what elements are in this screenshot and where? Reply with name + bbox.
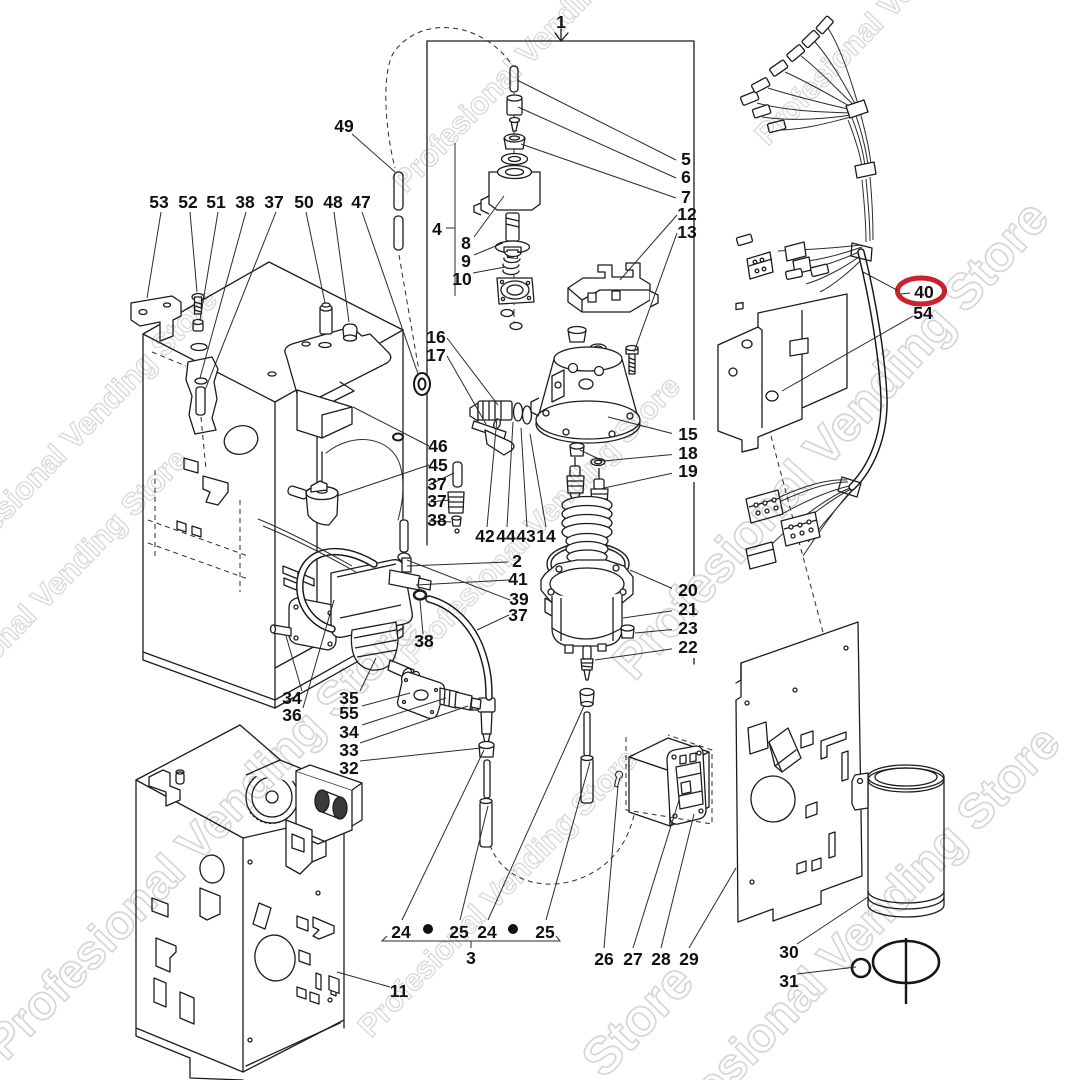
svg-text:37: 37 <box>508 605 527 625</box>
svg-text:18: 18 <box>678 443 698 463</box>
svg-text:38: 38 <box>427 510 447 530</box>
svg-text:17: 17 <box>426 345 445 365</box>
svg-text:16: 16 <box>426 327 446 347</box>
svg-text:22: 22 <box>678 637 698 657</box>
svg-text:30: 30 <box>779 942 799 962</box>
svg-text:33: 33 <box>339 740 359 760</box>
svg-text:25: 25 <box>535 922 555 942</box>
svg-text:49: 49 <box>334 116 354 136</box>
svg-text:21: 21 <box>678 599 698 619</box>
svg-text:55: 55 <box>339 703 359 723</box>
svg-text:19: 19 <box>678 461 698 481</box>
svg-text:44: 44 <box>496 526 516 546</box>
svg-text:7: 7 <box>681 187 691 207</box>
svg-text:24: 24 <box>391 922 411 942</box>
svg-text:13: 13 <box>677 222 697 242</box>
svg-text:9: 9 <box>461 251 471 271</box>
svg-text:53: 53 <box>149 192 169 212</box>
svg-text:51: 51 <box>206 192 226 212</box>
svg-text:36: 36 <box>282 705 302 725</box>
svg-text:28: 28 <box>651 949 671 969</box>
svg-text:12: 12 <box>677 204 697 224</box>
svg-text:54: 54 <box>913 303 933 323</box>
svg-text:43: 43 <box>516 526 536 546</box>
svg-text:29: 29 <box>679 949 699 969</box>
svg-text:47: 47 <box>351 192 370 212</box>
svg-text:24: 24 <box>477 922 497 942</box>
svg-text:14: 14 <box>536 526 556 546</box>
svg-text:27: 27 <box>623 949 642 969</box>
svg-text:37: 37 <box>427 491 446 511</box>
svg-text:35: 35 <box>339 688 359 708</box>
svg-text:34: 34 <box>282 688 302 708</box>
svg-text:32: 32 <box>339 758 359 778</box>
svg-text:38: 38 <box>414 631 434 651</box>
svg-text:23: 23 <box>678 618 698 638</box>
svg-text:26: 26 <box>594 949 614 969</box>
svg-text:31: 31 <box>779 971 799 991</box>
svg-text:15: 15 <box>678 424 698 444</box>
svg-text:5: 5 <box>681 149 691 169</box>
svg-text:2: 2 <box>512 551 522 571</box>
svg-text:50: 50 <box>294 192 314 212</box>
svg-text:8: 8 <box>461 233 471 253</box>
svg-text:3: 3 <box>466 948 476 968</box>
svg-text:37: 37 <box>264 192 283 212</box>
svg-text:37: 37 <box>427 474 446 494</box>
svg-text:39: 39 <box>509 589 529 609</box>
svg-text:6: 6 <box>681 167 691 187</box>
svg-text:46: 46 <box>428 436 448 456</box>
svg-text:38: 38 <box>235 192 255 212</box>
svg-text:20: 20 <box>678 580 698 600</box>
svg-text:34: 34 <box>339 722 359 742</box>
svg-text:4: 4 <box>432 219 442 239</box>
svg-text:41: 41 <box>508 569 528 589</box>
svg-text:40: 40 <box>914 282 934 302</box>
svg-text:42: 42 <box>475 526 495 546</box>
svg-text:25: 25 <box>449 922 469 942</box>
svg-text:10: 10 <box>452 269 472 289</box>
svg-text:1: 1 <box>556 12 566 32</box>
svg-text:52: 52 <box>178 192 198 212</box>
svg-text:45: 45 <box>428 455 448 475</box>
svg-text:11: 11 <box>390 981 409 1001</box>
svg-text:48: 48 <box>323 192 343 212</box>
